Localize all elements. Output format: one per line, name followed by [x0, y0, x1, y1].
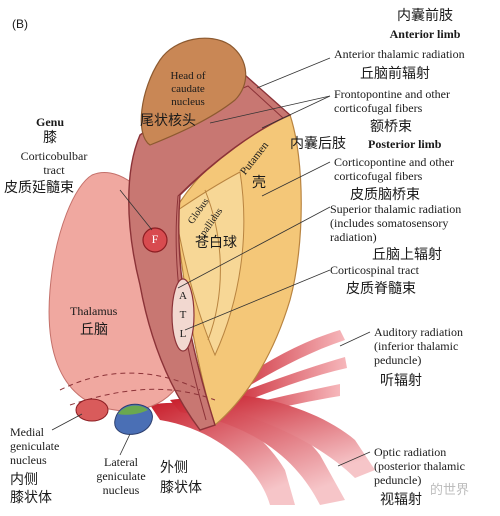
corticobulbar-en-2: tract [43, 163, 65, 177]
thalamus-en: Thalamus [70, 304, 118, 318]
globus-pallidus-zh: 苍白球 [195, 235, 237, 251]
panel-label: (B) [12, 17, 28, 31]
watermark: 的世界 [430, 483, 470, 498]
posterior-limb-zh: 内囊后肢 [290, 136, 346, 152]
corticobulbar-zh: 皮质延髓束 [4, 180, 74, 196]
caudate-head-shape [140, 37, 247, 146]
superior-thalamic-en-2: (includes somatosensory [330, 216, 449, 230]
marker-l: L [179, 328, 187, 340]
medial-geniculate-zh-1: 内侧 [10, 472, 38, 488]
medial-geniculate-shape [75, 398, 109, 422]
corticospinal-en: Corticospinal tract [330, 263, 419, 277]
optic-zh: 视辐射 [380, 492, 422, 508]
genu-zh: 膝 [43, 130, 57, 146]
caudate-en-2: caudate [171, 83, 205, 95]
lateral-geniculate-zh-1: 外侧 [160, 460, 188, 476]
medial-geniculate-en-1: Medial [10, 425, 44, 439]
marker-a: A [179, 290, 187, 302]
anterior-thalamic-zh: 丘脑前辐射 [360, 66, 430, 82]
lateral-geniculate-en-2: geniculate [96, 469, 146, 483]
corticobulbar-marker [142, 227, 168, 253]
auditory-zh: 听辐射 [380, 373, 422, 389]
lateral-geniculate-en-1: Lateral [104, 455, 138, 469]
lateral-geniculate-zh-2: 膝状体 [160, 480, 202, 496]
leader-lines [51, 57, 371, 467]
auditory-en-3: peduncle) [374, 353, 422, 367]
anterior-thalamic-en: Anterior thalamic radiation [334, 47, 465, 61]
medial-geniculate-zh-2: 膝状体 [10, 490, 52, 506]
corticopontine-en-2: corticofugal fibers [334, 169, 423, 183]
frontopontine-en-2: corticofugal fibers [334, 101, 423, 115]
superior-thalamic-en-3: radiation) [330, 230, 377, 244]
lateral-geniculate-shape [114, 403, 153, 435]
frontopontine-en-1: Frontopontine and other [334, 87, 450, 101]
caudate-en-3: nucleus [171, 96, 205, 108]
optic-en-2: (posterior thalamic [374, 459, 465, 473]
medial-geniculate-en-3: nucleus [10, 453, 47, 467]
corticopontine-zh: 皮质脑桥束 [350, 187, 420, 203]
superior-thalamic-zh: 丘脑上辐射 [372, 247, 442, 263]
putamen-zh: 壳 [252, 175, 266, 191]
optic-en-3: peduncle) [374, 473, 422, 487]
medial-geniculate-en-2: geniculate [10, 439, 60, 453]
corticospinal-marker [171, 278, 195, 352]
corticospinal-zh: 皮质脊髓束 [346, 281, 416, 297]
anterior-limb-en: Anterior limb [389, 27, 461, 41]
frontopontine-zh: 额桥束 [370, 119, 412, 135]
auditory-en-2: (inferior thalamic [374, 339, 459, 353]
auditory-en-1: Auditory radiation [374, 325, 463, 339]
thalamus-zh: 丘脑 [80, 322, 108, 338]
globus-pallidus-shape [174, 171, 245, 357]
optic-en-1: Optic radiation [374, 445, 447, 459]
corticobulbar-en-1: Corticobulbar [20, 149, 88, 163]
superior-thalamic-en-1: Superior thalamic radiation [330, 202, 462, 216]
lateral-geniculate-en-3: nucleus [102, 483, 140, 497]
caudate-zh: 尾状核头 [140, 113, 196, 129]
caudate-en-1: Head of [170, 70, 206, 82]
marker-f: F [151, 232, 159, 246]
genu-en: Genu [35, 115, 64, 129]
posterior-limb-en: Posterior limb [368, 137, 442, 151]
anterior-limb-zh: 内囊前肢 [397, 8, 453, 24]
corticopontine-en-1: Corticopontine and other [334, 155, 454, 169]
marker-t: T [179, 309, 187, 321]
